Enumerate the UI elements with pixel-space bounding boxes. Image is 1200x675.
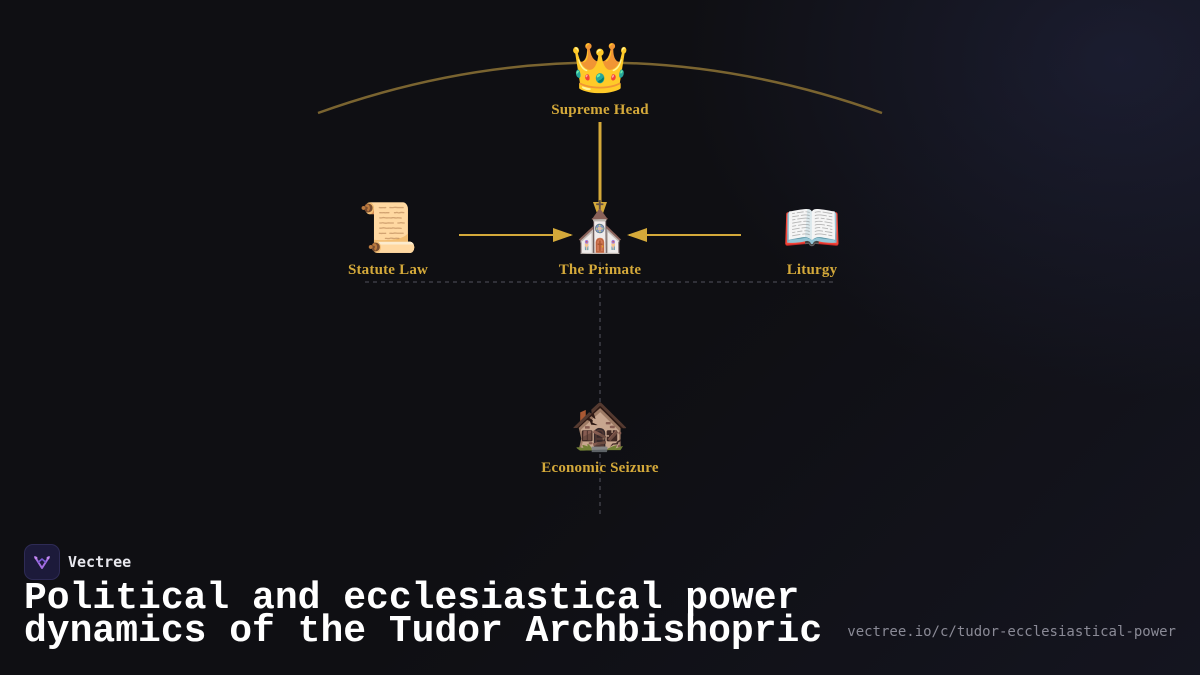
crown-icon: 👑: [570, 40, 630, 96]
page-title: Political and ecclesiastical power dynam…: [24, 577, 823, 653]
page-url[interactable]: vectree.io/c/tudor-ecclesiastical-power: [847, 624, 1176, 640]
brand[interactable]: Vectree: [24, 544, 131, 580]
vectree-logo-icon: [24, 544, 60, 580]
derelict-house-icon: 🏚️: [570, 398, 630, 454]
church-icon: ⛪: [570, 200, 630, 256]
node-label: Liturgy: [786, 262, 838, 278]
node-liturgy[interactable]: 📖 Liturgy: [712, 200, 912, 279]
brand-name: Vectree: [68, 553, 132, 571]
node-economic-seizure[interactable]: 🏚️ Economic Seizure: [500, 398, 700, 477]
node-supreme-head[interactable]: 👑 Supreme Head: [500, 40, 700, 119]
node-label: The Primate: [558, 262, 642, 278]
open-book-icon: 📖: [782, 200, 842, 256]
scroll-icon: 📜: [358, 200, 418, 256]
node-label: Supreme Head: [551, 102, 649, 118]
node-label: Economic Seizure: [541, 460, 659, 476]
node-statute-law[interactable]: 📜 Statute Law: [288, 200, 488, 279]
node-the-primate[interactable]: ⛪ The Primate: [500, 200, 700, 279]
crown-arc: [317, 61, 883, 115]
node-label: Statute Law: [347, 262, 429, 278]
